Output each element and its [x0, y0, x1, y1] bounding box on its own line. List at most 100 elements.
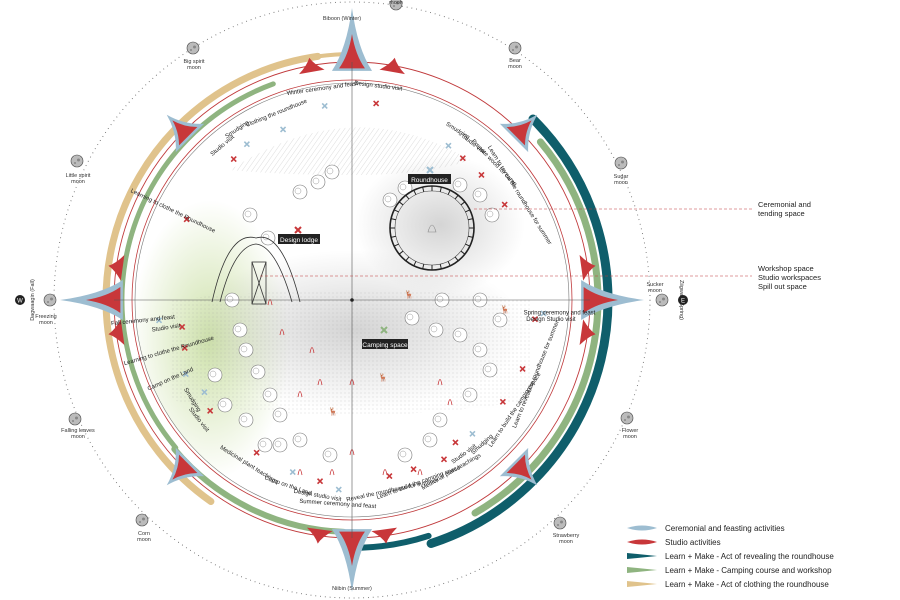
grass-tuft-icon [317, 379, 323, 386]
tree-icon [242, 207, 258, 223]
design-lodge-tag: Design lodge [278, 234, 320, 244]
ceremony-marker-icon [469, 430, 476, 437]
studio-spike [339, 531, 365, 566]
studio-marker-icon [410, 466, 417, 473]
ceremony-marker-icon [445, 142, 452, 149]
legend-label: Ceremonial and feasting activities [665, 523, 785, 533]
studio-spike [506, 454, 532, 480]
legend-item-reveal: Learn + Make - Act of revealing the roun… [627, 549, 897, 563]
center-point [350, 298, 354, 302]
studio-marker-icon [531, 316, 539, 323]
ceremonial-space-label: Ceremonial and tending space [758, 200, 813, 218]
tree-icon [428, 322, 444, 338]
studio-marker-icon [230, 155, 237, 163]
ceremonial-swatch-icon [627, 525, 657, 531]
legend: Ceremonial and feasting activities Studi… [627, 521, 897, 591]
studio-spike [583, 287, 618, 313]
tree-icon [462, 387, 478, 403]
studio-marker-icon [183, 216, 190, 223]
east-marker: E [678, 295, 688, 305]
svg-text:Design lodge: Design lodge [280, 237, 318, 244]
legend-item-clothing: Learn + Make - Act of clothing the round… [627, 577, 897, 591]
workshop-space-label: Workshop space Studio workspaces Spill o… [758, 264, 823, 291]
activity-markers [155, 100, 547, 493]
hatched-grove [230, 127, 470, 175]
studio-marker-icon [440, 456, 448, 463]
tree-icon [472, 187, 488, 203]
svg-text:Camping space: Camping space [362, 342, 408, 349]
moon-label: Niibin (Summer) [332, 586, 372, 592]
place-marker-icon [294, 226, 302, 234]
moon-icons: SpiritmoonBiboon (Winter)BearmoonSugarmo… [30, 0, 684, 592]
studio-spike [371, 527, 398, 544]
roundhouse-tag: Roundhouse [408, 174, 451, 184]
studio-marker-icon [207, 407, 214, 414]
svg-text:🦌: 🦌 [378, 372, 388, 382]
ceremony-marker-icon [289, 469, 296, 476]
legend-item-ceremonial: Ceremonial and feasting activities [627, 521, 897, 535]
ceremony-marker-icon [321, 102, 328, 109]
legend-label: Studio activities [665, 537, 721, 547]
reveal-arc-right [426, 114, 613, 548]
grass-tuft-icon [267, 299, 273, 306]
activity-label: Studio visit [151, 323, 181, 334]
legend-label: Learn + Make - Act of revealing the roun… [665, 551, 834, 561]
tree-icon [432, 412, 448, 428]
tree-icon [452, 327, 468, 343]
tree-icon [207, 367, 223, 383]
camping-arc-left [119, 81, 276, 451]
tree-icon [482, 362, 498, 378]
tree-icon [324, 164, 340, 180]
studio-spike [108, 319, 125, 346]
tree-icon [484, 207, 500, 223]
activity-label: Design studio visit [354, 81, 403, 93]
west-marker: W [15, 295, 25, 305]
studio-marker-icon [386, 473, 393, 480]
studio-spike [506, 120, 532, 146]
design-lodge-tipi [211, 236, 301, 305]
ceremony-marker-icon [182, 370, 189, 378]
moon-icon: Biboon (Winter) [323, 16, 361, 22]
tree-icon [272, 407, 288, 423]
camping-swatch-icon [627, 567, 657, 573]
studio-marker-icon [253, 449, 260, 456]
svg-text:🦌: 🦌 [500, 304, 510, 314]
studio-marker-icon [373, 100, 380, 107]
studio-marker-icon [499, 398, 506, 405]
studio-marker-icon [478, 171, 485, 179]
clothing-arc-left [102, 52, 322, 505]
tree-group [207, 164, 508, 476]
moon-label: Dagwaagin (Fall) [30, 279, 36, 321]
inner-landscape [135, 127, 530, 480]
moon-label: Biboon (Winter) [323, 16, 361, 22]
tree-icon [397, 180, 413, 196]
grass-tuft-icon [309, 347, 315, 354]
svg-text:W: W [17, 299, 23, 305]
studio-spike [306, 527, 333, 544]
grass-tuft-icon [447, 399, 453, 406]
tree-icon [322, 447, 338, 463]
tree-icon [397, 447, 413, 463]
studio-spike [379, 57, 405, 75]
deer-icons: 🦌 🦌 🦌 🦌 [328, 289, 510, 416]
roundhouse-structure [389, 185, 475, 271]
reveal-arc-bottom [357, 532, 432, 551]
legend-label: Learn + Make - Act of clothing the round… [665, 579, 829, 589]
studio-marker-icon [519, 365, 526, 372]
grass-tuft-icon [417, 469, 423, 476]
svg-text:Roundhouse: Roundhouse [411, 177, 448, 184]
tree-icon [232, 322, 248, 338]
tree-icon [422, 432, 438, 448]
tree-icon [310, 174, 326, 190]
grass-tuft-icon [437, 379, 443, 386]
studio-spike [299, 57, 325, 75]
